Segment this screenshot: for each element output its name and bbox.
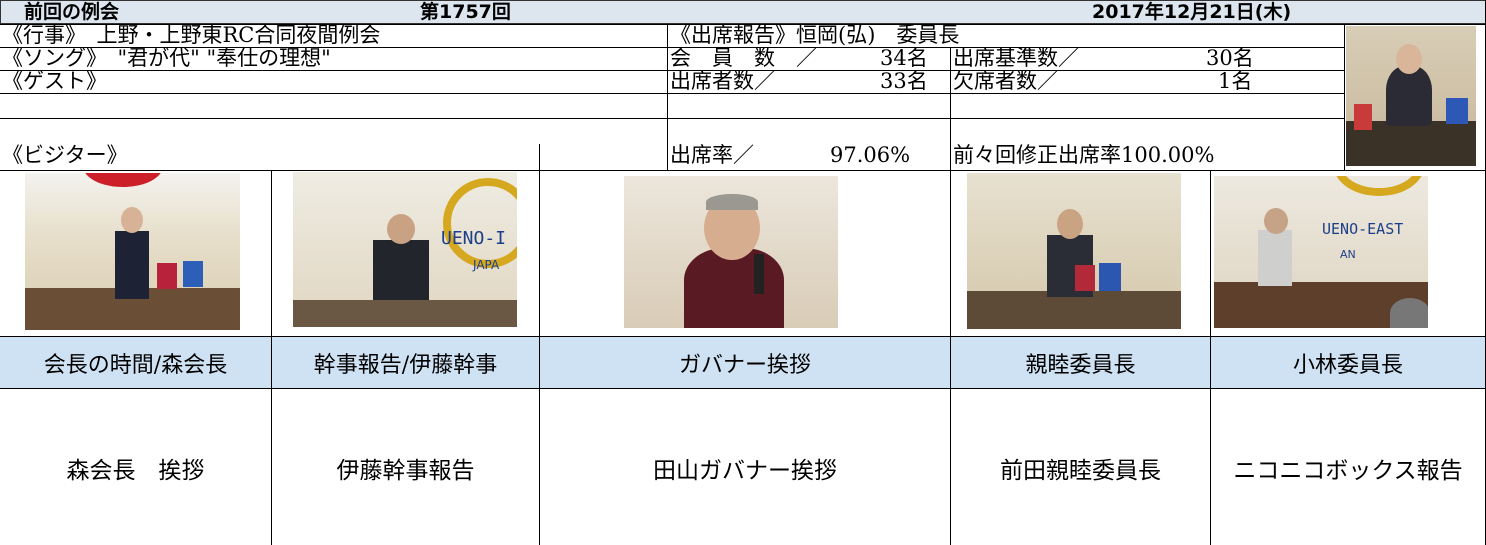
grid-line <box>950 170 951 545</box>
members-value: 34名 <box>880 47 928 70</box>
committee-chair-photo <box>1346 26 1476 166</box>
absent-label: 欠席者数／ <box>953 70 1058 93</box>
banner-text: AN <box>1340 248 1356 261</box>
rate-label: 出席率／ <box>670 144 754 167</box>
label-president-time: 会長の時間/森会長 <box>0 336 271 389</box>
header-title: 前回の例会 <box>24 1 120 23</box>
meeting-date: 2017年12月21日(木) <box>1092 1 1292 23</box>
grid-line <box>539 170 540 545</box>
meeting-number: 第1757回 <box>420 1 511 23</box>
grid-line <box>0 93 1344 94</box>
visitor-line: 《ビジター》 <box>2 144 128 167</box>
grid-line <box>1210 170 1211 545</box>
body-nikoniko: ニコニコボックス報告 <box>1233 457 1463 484</box>
label-governor-greeting: ガバナー挨拶 <box>540 336 950 389</box>
event-line: 《行事》 上野・上野東RC合同夜間例会 <box>2 24 381 47</box>
grid-line <box>0 47 1344 48</box>
label-fellowship-chair: 親睦委員長 <box>951 336 1210 389</box>
president-photo <box>25 173 240 330</box>
grid-line <box>0 118 1344 119</box>
attendance-report: 《出席報告》恒岡(弘) 委員長 <box>670 24 960 47</box>
governor-photo <box>624 176 838 328</box>
attendees-label: 出席者数／ <box>670 70 775 93</box>
grid-line <box>0 170 1486 171</box>
banner-text: UENO-EAST <box>1322 220 1404 238</box>
absent-value: 1名 <box>1218 70 1253 93</box>
grid-line <box>539 144 540 170</box>
label-kobayashi-chair: 小林委員長 <box>1211 336 1485 389</box>
grid-line <box>1344 24 1345 170</box>
base-label: 出席基準数／ <box>953 47 1079 70</box>
rate-value: 97.06% <box>830 144 911 167</box>
prev-rate: 前々回修正出席率100.00% <box>953 144 1215 167</box>
body-president: 森会長 挨拶 <box>66 457 205 484</box>
grid-line <box>271 170 272 545</box>
song-line: 《ソング》 "君が代" "奉仕の理想" <box>2 47 331 70</box>
body-secretary: 伊藤幹事報告 <box>336 457 475 484</box>
banner-text: UENO-I <box>441 228 507 249</box>
grid-line <box>667 24 668 170</box>
base-value: 30名 <box>1206 47 1254 70</box>
grid-line <box>0 70 1344 71</box>
kobayashi-photo: UENO-EAST AN <box>1214 176 1428 328</box>
banner-text: JAPA <box>473 258 500 272</box>
label-secretary-report: 幹事報告/伊藤幹事 <box>272 336 539 389</box>
secretary-photo: UENO-I JAPA <box>293 172 517 327</box>
attendees-value: 33名 <box>880 70 928 93</box>
members-label: 会 員 数 ／ <box>670 47 817 70</box>
body-governor: 田山ガバナー挨拶 <box>653 457 837 484</box>
header-bar <box>0 0 1486 24</box>
fellowship-chair-photo <box>967 173 1181 329</box>
grid-line <box>0 24 1486 25</box>
guest-line: 《ゲスト》 <box>2 70 107 93</box>
body-fellowship: 前田親睦委員長 <box>1000 457 1161 484</box>
grid-line <box>950 47 951 170</box>
